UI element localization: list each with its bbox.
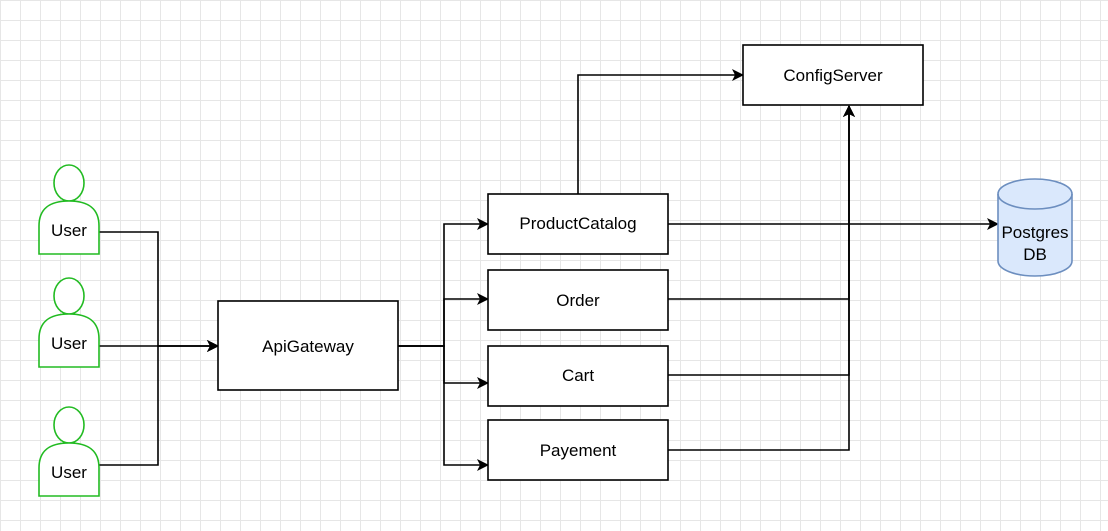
config-server-box [742,44,924,106]
user-body-icon [38,313,100,368]
node-postgres-db[interactable]: Postgres DB [997,178,1073,277]
user-body-icon [38,200,100,255]
actor-user-1[interactable]: User [38,164,100,255]
user-label: User [51,334,87,353]
node-order[interactable]: Order [487,269,669,331]
user-head-icon [53,406,85,444]
node-config-server[interactable]: ConfigServer [742,44,924,106]
edge-user-3-to-apigateway[interactable] [99,340,219,466]
edge-productcatalog-to-configserver[interactable] [577,69,744,194]
api-gateway-label: ApiGateway [262,337,354,356]
user-label: User [51,221,87,240]
cylinder-database-icon [997,178,1073,277]
edge-apigateway-to-cart[interactable] [398,345,489,389]
node-product-catalog[interactable]: ProductCatalog [487,193,669,255]
node-cart[interactable]: Cart [487,345,669,407]
cart-box [487,345,669,407]
order-box [487,269,669,331]
edge-apigateway-to-payement[interactable] [398,345,489,471]
node-payement[interactable]: Payement [487,419,669,481]
edges [99,69,999,471]
edge-cart-to-configserver[interactable] [668,105,855,376]
cylinder-rim [997,193,1073,210]
edge-order-to-configserver[interactable] [668,105,855,300]
payement-label: Payement [540,441,617,460]
cart-label: Cart [562,366,594,385]
api-gateway-box [217,300,399,391]
actor-user-2[interactable]: User [38,277,100,368]
product-catalog-box [487,193,669,255]
edge-apigateway-to-productcatalog[interactable] [398,218,489,347]
node-api-gateway[interactable]: ApiGateway [217,300,399,391]
product-catalog-label: ProductCatalog [519,214,636,233]
edge-user-1-to-apigateway[interactable] [99,231,219,352]
payement-box [487,419,669,481]
user-label: User [51,463,87,482]
user-head-icon [53,164,85,202]
config-server-label: ConfigServer [783,66,883,85]
user-body-icon [38,442,100,497]
postgres-db-label-line2: DB [1023,245,1047,264]
order-label: Order [556,291,600,310]
edge-payement-to-configserver[interactable] [668,105,855,451]
postgres-db-label-line1: Postgres [1001,223,1068,242]
edge-apigateway-to-order[interactable] [398,293,489,347]
user-head-icon [53,277,85,315]
actor-user-3[interactable]: User [38,406,100,497]
